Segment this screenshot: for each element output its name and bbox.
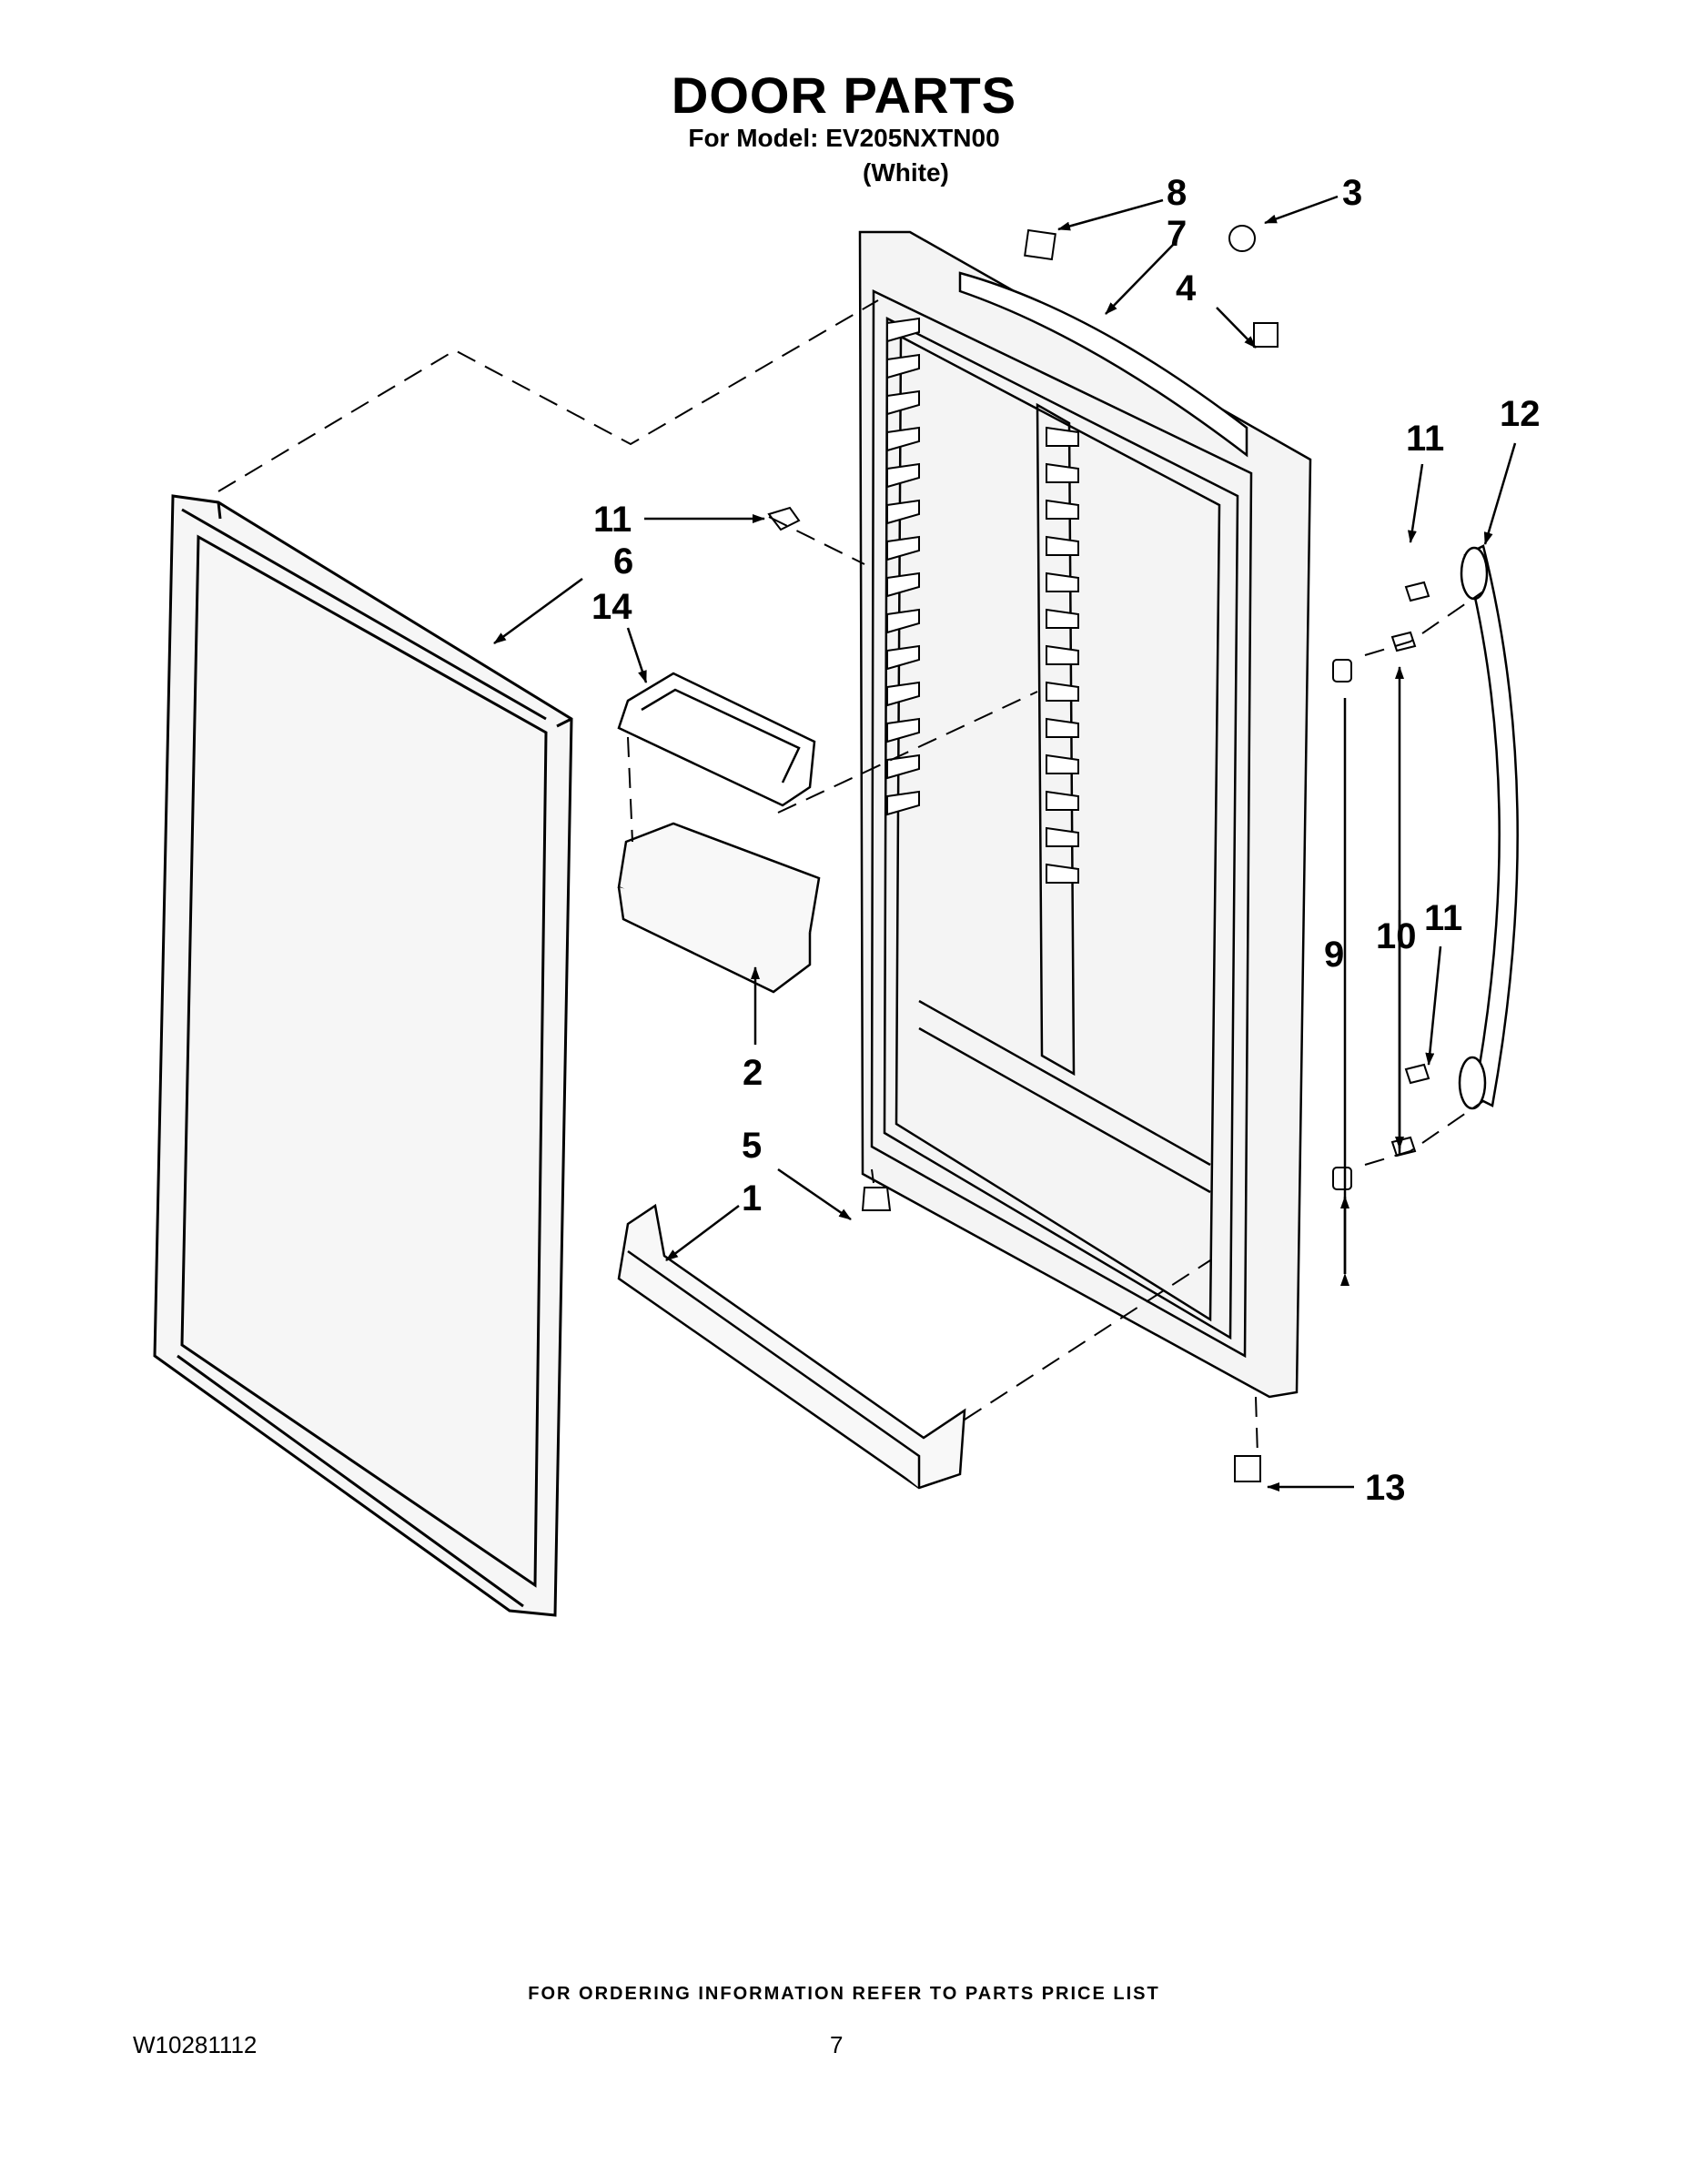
callout-leaders — [493, 195, 1517, 1491]
model-line: For Model: EV205NXTN00 — [688, 124, 1000, 152]
callout-9: 9 — [1324, 935, 1344, 975]
document-number: W10281112 — [133, 2031, 258, 2058]
callout-12: 11 — [593, 500, 632, 540]
callout-13: 12 — [1500, 394, 1541, 434]
callout-11-upper: 11 — [1406, 419, 1444, 459]
door-liner — [858, 230, 1312, 1399]
ordering-note: FOR ORDERING INFORMATION REFER TO PARTS … — [528, 1984, 1160, 2004]
callout-7: 7 — [1167, 214, 1187, 254]
callout-15: 14 — [591, 587, 632, 627]
page-number: 7 — [830, 2031, 844, 2058]
door-shelf — [617, 1203, 966, 1490]
callout-10: 10 — [1376, 916, 1417, 956]
color-variant: (White) — [863, 158, 949, 187]
callout-6: 6 — [613, 541, 633, 581]
callout-2: 2 — [743, 1053, 763, 1093]
callout-4: 4 — [1176, 268, 1197, 308]
callout-labels: 8 3 7 4 11 12 11 6 14 9 10 11 2 5 1 13 — [591, 173, 1541, 1508]
callout-5: 5 — [742, 1126, 762, 1166]
callout-3: 3 — [1342, 173, 1362, 213]
callout-1: 1 — [742, 1178, 762, 1218]
door-liner-ribs-middle — [1046, 426, 1079, 884]
page-title: DOOR PARTS — [671, 66, 1017, 124]
door-gasket — [153, 494, 573, 1617]
assembly-lines — [217, 299, 1484, 1457]
callout-14: 13 — [1365, 1468, 1406, 1508]
door-liner-ribs-left — [886, 317, 920, 816]
small-parts — [767, 225, 1430, 1482]
door-handle — [1458, 544, 1519, 1110]
door-bin-cover — [617, 672, 816, 807]
door-bin — [617, 822, 821, 994]
callout-11-lower: 11 — [1424, 898, 1462, 938]
callout-8: 8 — [1167, 173, 1187, 213]
